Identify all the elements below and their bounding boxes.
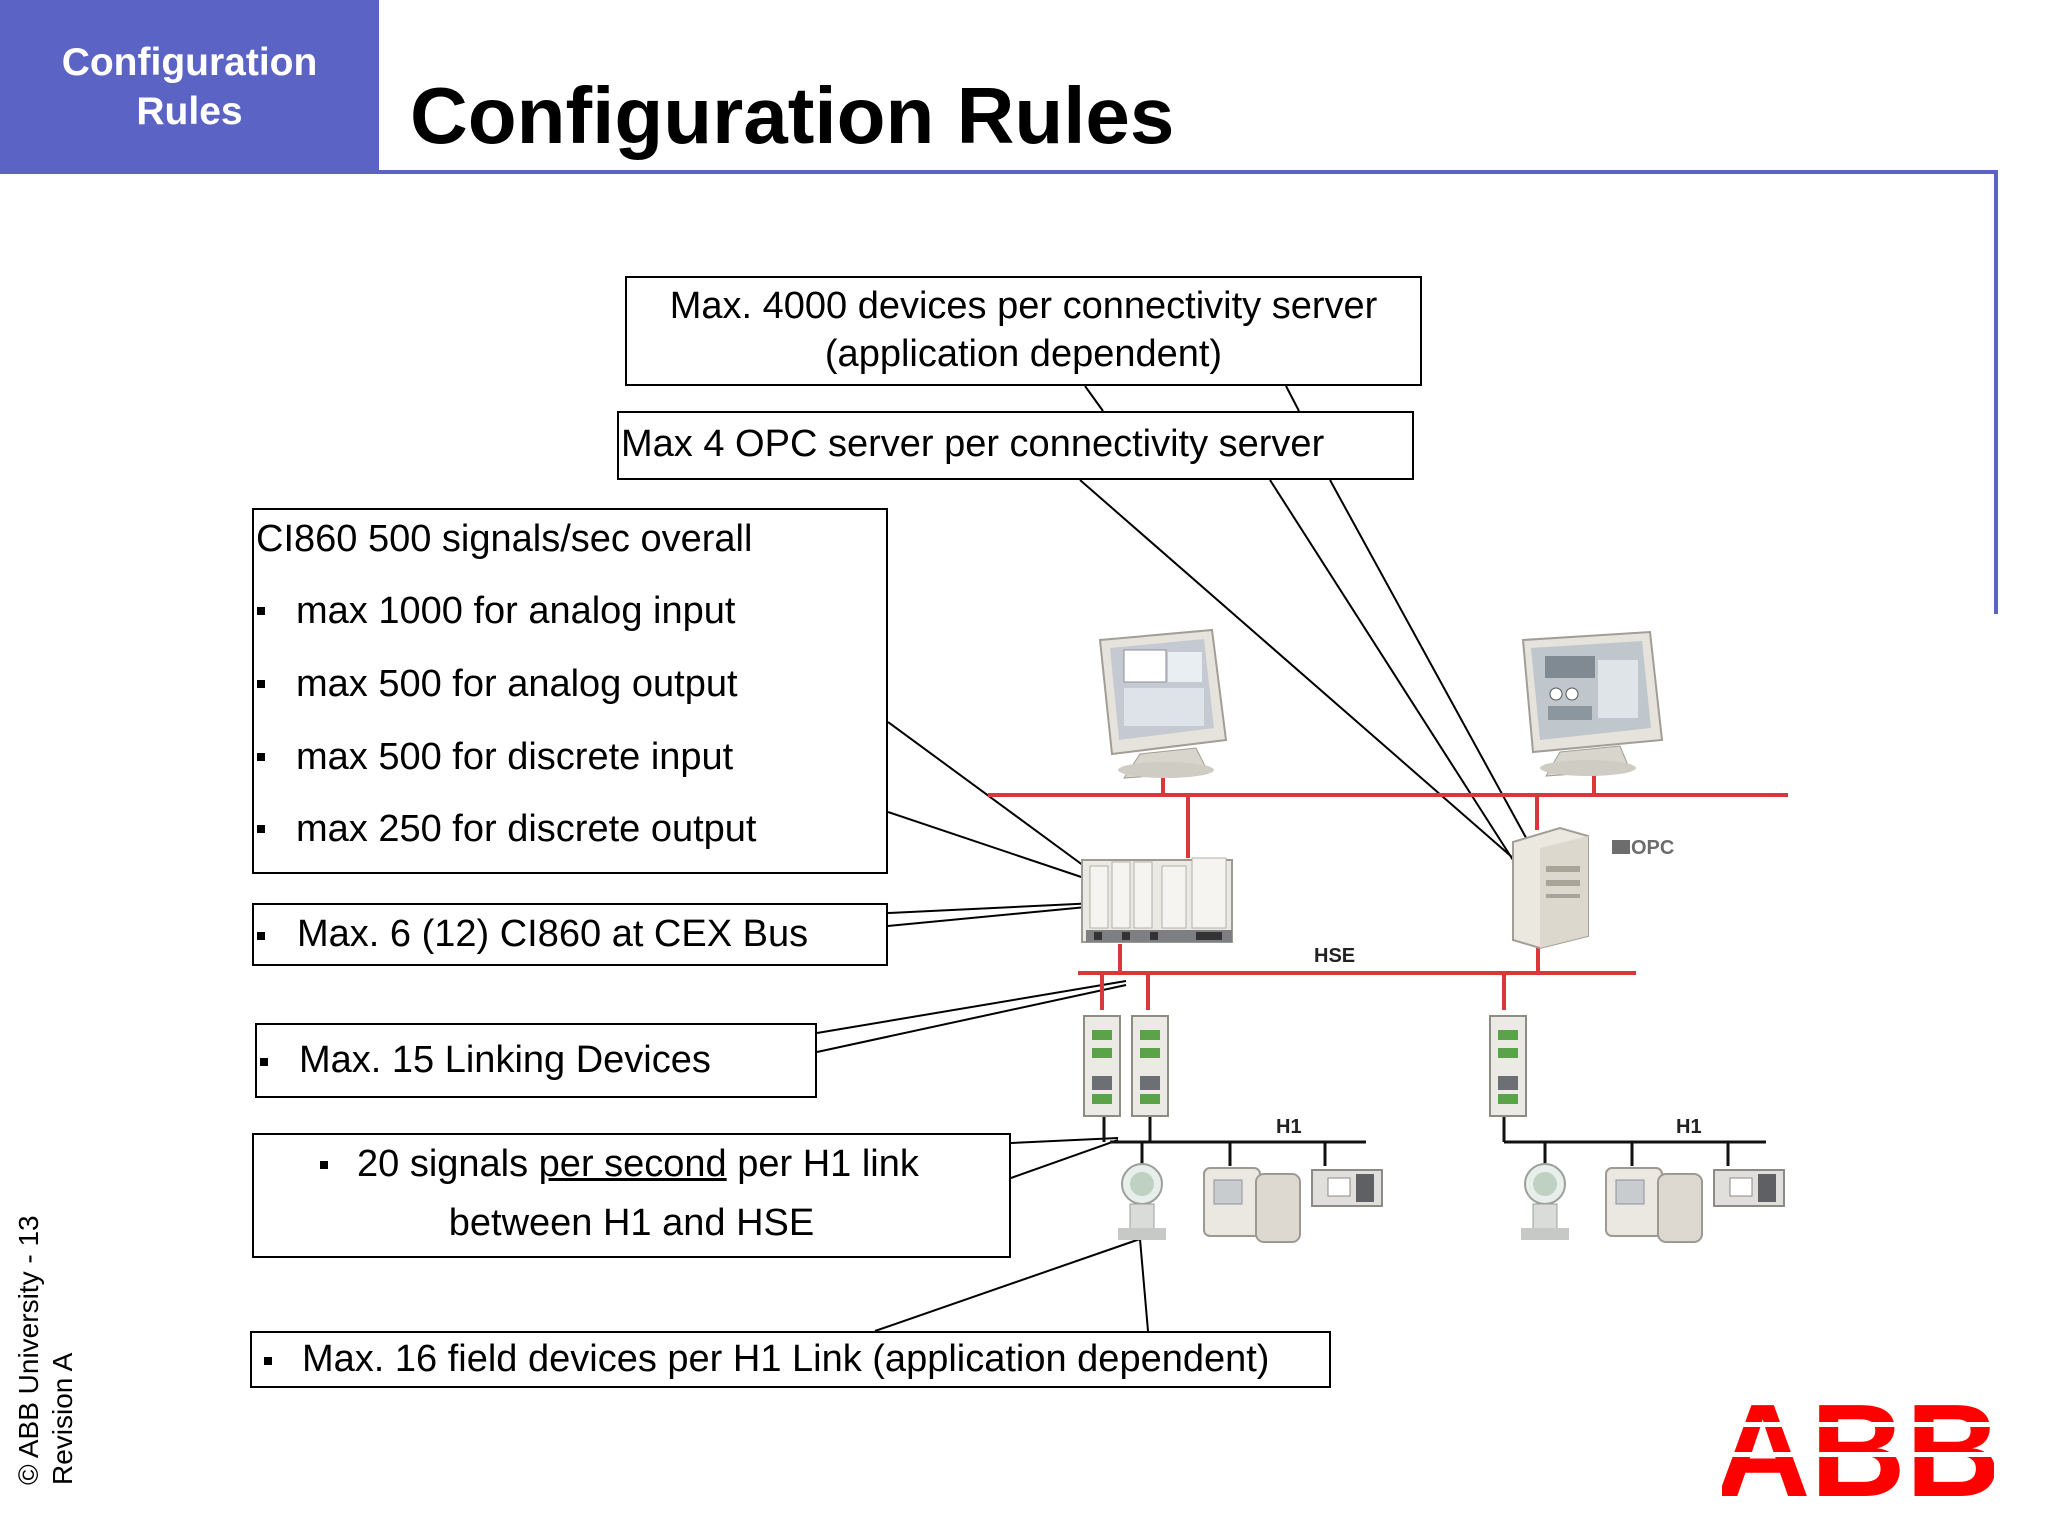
- callout-opc-text: Max 4 OPC server per connectivity server: [621, 423, 1325, 465]
- callout-cex-text: Max. 6 (12) CI860 at CEX Bus: [297, 913, 809, 955]
- controller-rack-icon: [1081, 857, 1233, 943]
- opc-logo: OPC: [1612, 837, 1674, 859]
- list-item-text: max 500 for analog output: [296, 663, 738, 705]
- leader-cex-upper: [887, 902, 1098, 914]
- bullet-icon: [257, 607, 265, 615]
- leader-signals-lower: [1010, 1139, 1119, 1179]
- callout-devices-line1: Max. 4000 devices per connectivity serve…: [669, 285, 1378, 327]
- opc-logo-text: OPC: [1631, 837, 1674, 859]
- callout-linking-devices: Max. 15 Linking Devices: [255, 1023, 817, 1098]
- h1-label-right: H1: [1676, 1116, 1702, 1138]
- list-item-text: max 500 for discrete input: [296, 736, 734, 778]
- callout-ci860-heading: CI860 500 signals/sec overall: [256, 518, 753, 560]
- callout-ci860-signals: CI860 500 signals/sec overall max 1000 f…: [252, 508, 888, 874]
- signals-underlined: per second: [538, 1143, 727, 1185]
- callout-field-devices: Max. 16 field devices per H1 Link (appli…: [250, 1331, 1331, 1388]
- page-title: Configuration Rules: [410, 71, 1175, 160]
- h1-label-left: H1: [1276, 1116, 1302, 1138]
- callout-cex-bus: Max. 6 (12) CI860 at CEX Bus: [252, 903, 888, 966]
- callout-devices-per-server: Max. 4000 devices per connectivity serve…: [625, 276, 1422, 386]
- callout-devices-line2: (application dependent): [824, 333, 1223, 375]
- section-tab-line1: Configuration: [61, 41, 318, 84]
- leader-ci860-upper: [887, 721, 1115, 889]
- section-tab: Configuration Rules: [0, 0, 379, 174]
- leader-opc-right: [1269, 479, 1514, 861]
- list-item-text: max 1000 for analog input: [296, 590, 736, 632]
- connectivity-server-icon: [1512, 826, 1589, 950]
- abb-logo: ABB: [1722, 1392, 1994, 1499]
- signals-pre: 20 signals: [357, 1143, 539, 1185]
- callout-opc-servers: Max 4 OPC server per connectivity server: [617, 411, 1414, 480]
- workstation-left-icon: [1098, 628, 1228, 779]
- abb-logo-text: ABB: [1722, 1392, 1994, 1499]
- leader-signals-upper: [1010, 1137, 1119, 1144]
- bullet-icon: [257, 932, 265, 940]
- list-item-text: max 250 for discrete output: [296, 808, 757, 850]
- field-devices-left: [1118, 1163, 1383, 1243]
- bullet-icon: [257, 825, 265, 833]
- bullet-icon: [257, 680, 265, 688]
- workstation-right-icon: [1521, 630, 1664, 777]
- signals-post: per H1 link: [726, 1143, 919, 1185]
- section-tab-line2: Rules: [136, 90, 243, 133]
- hse-label: HSE: [1314, 945, 1355, 967]
- callout-signals-line1: 20 signals per second per H1 link: [357, 1139, 919, 1189]
- leader-field-right: [1139, 1238, 1149, 1332]
- leader-linking-lower: [816, 984, 1127, 1053]
- leader-ci860-lower: [887, 811, 1118, 890]
- leader-devices: [1084, 385, 1104, 412]
- leader-cex-lower: [887, 905, 1098, 927]
- side-divider: [1994, 170, 1998, 614]
- bullet-icon: [320, 1161, 328, 1169]
- callout-signals-row1: 20 signals per second per H1 link: [254, 1139, 1009, 1189]
- bullet-icon: [260, 1058, 268, 1066]
- linking-device-icon: [1083, 1015, 1527, 1117]
- callout-signals-line2: between H1 and HSE: [448, 1202, 815, 1244]
- field-devices-right: [1521, 1163, 1785, 1243]
- leader-field-left: [874, 1238, 1141, 1332]
- callout-field-text: Max. 16 field devices per H1 Link (appli…: [302, 1338, 1270, 1380]
- callout-linking-text: Max. 15 Linking Devices: [299, 1039, 711, 1081]
- bullet-icon: [257, 753, 265, 761]
- leader-devices-b: [1285, 385, 1300, 412]
- title-divider: [379, 170, 1998, 174]
- bullet-icon: [264, 1357, 272, 1365]
- callout-h1-signals: 20 signals per second per H1 link betwee…: [252, 1133, 1011, 1258]
- leader-opc-right2: [1329, 479, 1531, 846]
- h1-lines: [1102, 1112, 1766, 1166]
- leader-linking-upper: [816, 980, 1127, 1034]
